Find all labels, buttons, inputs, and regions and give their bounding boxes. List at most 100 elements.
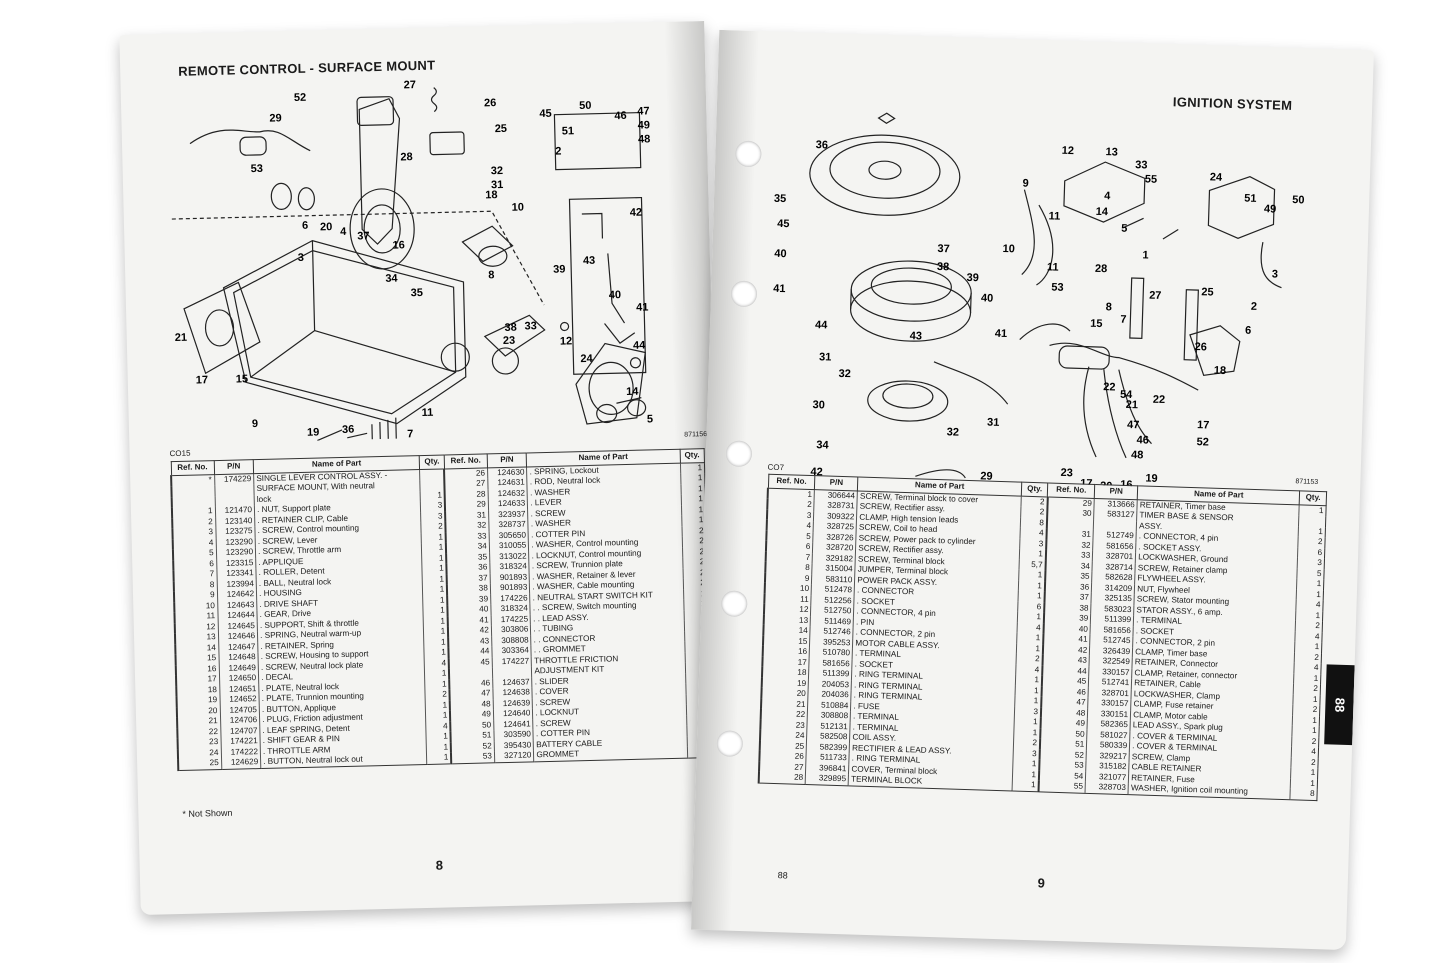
pn-cell: 124648 (218, 652, 259, 664)
ref-cell: 40 (447, 604, 491, 616)
col-pn: P/N (1094, 484, 1138, 500)
pn-cell: 124631 (487, 477, 528, 489)
svg-text:47: 47 (1127, 419, 1140, 431)
exploded-diagram-ignition-system: 36 12 13 33 55 24 9 4 51 49 50 35 11 14 … (773, 112, 1305, 493)
qty-cell: 1 (424, 668, 450, 680)
svg-text:40: 40 (981, 292, 994, 304)
ref-cell: 36 (446, 562, 490, 574)
ref-cell: 21 (177, 716, 221, 728)
pn-cell: 124642 (216, 589, 257, 601)
svg-text:1: 1 (1142, 249, 1148, 261)
svg-text:5: 5 (647, 413, 653, 425)
diagram-line-art (171, 87, 647, 445)
svg-text:32: 32 (947, 426, 960, 438)
svg-text:31: 31 (819, 351, 832, 363)
qty-cell: 1 (680, 483, 706, 495)
svg-text:34: 34 (816, 439, 829, 451)
pn-cell: 901893 (490, 582, 530, 594)
binder-hole (716, 730, 744, 758)
svg-text:12: 12 (1061, 145, 1074, 157)
svg-text:22: 22 (1153, 394, 1166, 406)
svg-text:12: 12 (560, 335, 573, 347)
svg-text:40: 40 (774, 248, 787, 260)
qty-cell: 1 (422, 573, 448, 586)
svg-text:44: 44 (815, 319, 828, 331)
footnote: * Not Shown (182, 807, 233, 819)
svg-text:45: 45 (777, 218, 790, 230)
ref-cell: 19 (176, 695, 220, 707)
col-pn: P/N (487, 452, 527, 468)
qty-cell: 5,7 (1018, 559, 1046, 571)
qty-cell: 1 (680, 494, 706, 506)
qty-cell: 1 (420, 489, 446, 502)
svg-text:9: 9 (1022, 178, 1028, 190)
qty-cell: 1 (422, 584, 448, 596)
pn-cell: 124646 (218, 631, 258, 643)
qty-cell: 1 (1013, 716, 1041, 728)
svg-text:46: 46 (614, 110, 627, 122)
qty-cell: 5 (1297, 567, 1325, 580)
svg-text:8: 8 (488, 269, 494, 281)
qty-cell: 2 (1015, 653, 1043, 665)
ref-cell: 15 (175, 653, 219, 665)
qty-cell: 1 (679, 462, 705, 474)
svg-text:32: 32 (491, 165, 504, 177)
ref-cell: 55 (1038, 780, 1086, 793)
svg-text:46: 46 (1136, 434, 1149, 446)
svg-text:52: 52 (1196, 436, 1209, 448)
ref-cell: 23 (177, 737, 221, 749)
svg-text:32: 32 (838, 368, 851, 380)
svg-text:41: 41 (636, 301, 649, 313)
pn-cell: 124652 (219, 694, 260, 706)
svg-text:53: 53 (1051, 281, 1064, 293)
ref-cell: 13 (174, 632, 219, 644)
pn-cell: 318324 (489, 561, 530, 573)
svg-text:44: 44 (633, 339, 646, 351)
svg-text:18: 18 (485, 189, 498, 201)
qty-cell: 4 (1296, 599, 1324, 611)
pn-cell: 174229 (214, 473, 254, 486)
qty-cell: 4 (1295, 630, 1323, 643)
parts-table: Ref. No. P/N Name of Part Qty. Ref. No. … (170, 448, 712, 771)
svg-text:53: 53 (250, 163, 263, 175)
col-qty: Qty. (419, 454, 445, 470)
svg-text:47: 47 (637, 105, 650, 117)
svg-text:9: 9 (252, 418, 258, 430)
svg-text:35: 35 (411, 287, 424, 299)
ref-cell: 44 (448, 646, 493, 658)
col-qty: Qty. (679, 448, 705, 463)
ref-cell: 38 (447, 583, 491, 595)
svg-text:45: 45 (539, 108, 552, 120)
qty-cell: 8 (1290, 788, 1318, 801)
svg-text:35: 35 (774, 193, 787, 205)
svg-text:29: 29 (980, 470, 993, 482)
section-title: REMOTE CONTROL - SURFACE MOUNT (178, 57, 436, 79)
svg-text:48: 48 (1131, 449, 1144, 461)
svg-text:31: 31 (987, 417, 1000, 429)
svg-text:24: 24 (1210, 171, 1223, 183)
pn-cell: 124706 (220, 715, 260, 727)
col-qty: Qty. (1021, 482, 1049, 497)
svg-text:29: 29 (269, 112, 282, 124)
qty-cell: 1 (1292, 725, 1320, 737)
svg-text:36: 36 (342, 424, 355, 436)
svg-text:26: 26 (1194, 341, 1207, 353)
ref-cell: 29 (445, 499, 489, 511)
svg-text:3: 3 (298, 252, 304, 264)
svg-text:1: 1 (477, 443, 483, 445)
svg-text:23: 23 (1060, 467, 1073, 479)
qty-cell: 1 (424, 636, 449, 649)
ref-cell: 51 (450, 730, 495, 742)
ref-cell: 1 (171, 506, 216, 518)
qty-cell: 1 (423, 615, 449, 628)
pn-cell: 303806 (491, 624, 532, 636)
qty-cell: 2 (421, 521, 446, 533)
ref-cell: 49 (450, 709, 494, 721)
qty-cell: 4 (1019, 527, 1047, 539)
qty-cell: 1 (1014, 685, 1042, 697)
section-tab: 88 (1324, 664, 1355, 746)
ref-cell: 3 (172, 527, 216, 539)
pn-cell: 121470 (214, 505, 255, 517)
svg-text:7: 7 (1120, 314, 1126, 326)
